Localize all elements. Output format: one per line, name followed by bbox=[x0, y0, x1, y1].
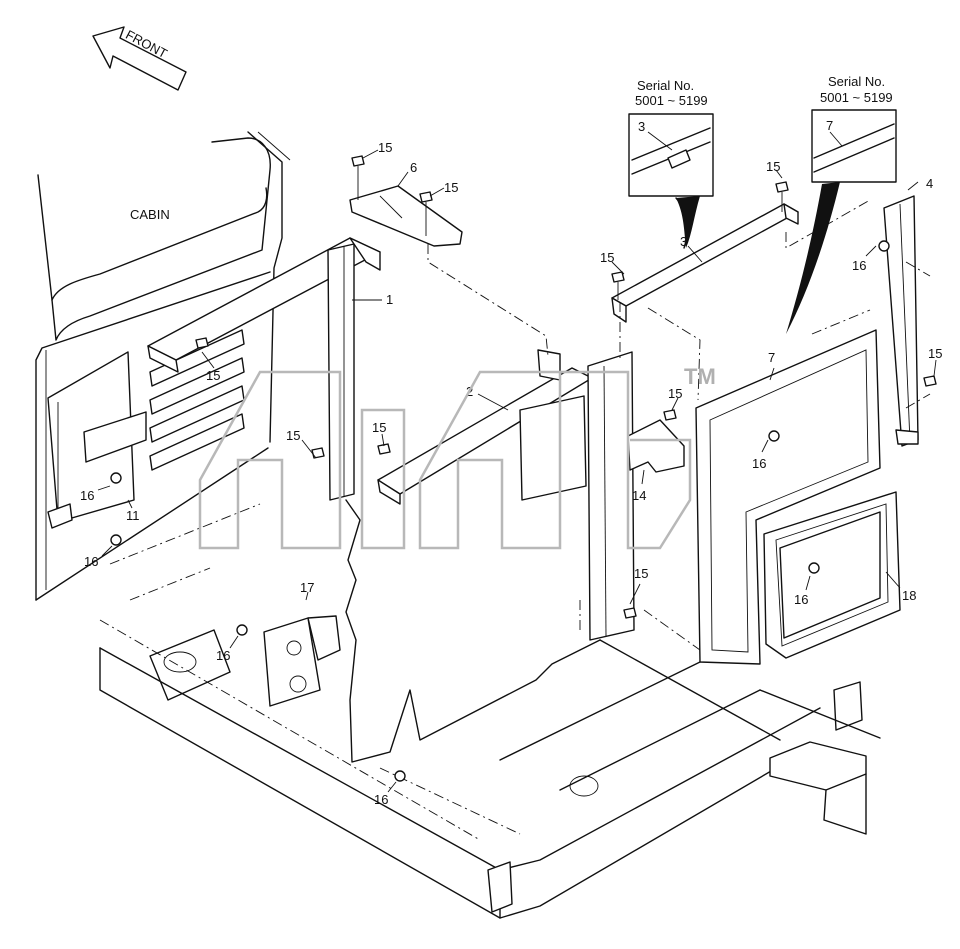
callout-15: 15 bbox=[444, 180, 458, 195]
callout-15: 15 bbox=[634, 566, 648, 581]
part-4-upright bbox=[883, 195, 919, 447]
nut-icon bbox=[110, 534, 122, 546]
bolt-icon bbox=[611, 271, 625, 300]
callout-16: 16 bbox=[84, 554, 98, 569]
bolt-icon bbox=[377, 443, 391, 455]
bolt-icon bbox=[623, 607, 637, 619]
callout-15: 15 bbox=[928, 346, 942, 361]
watermark: TM bbox=[198, 364, 716, 550]
guide-lines bbox=[99, 199, 931, 841]
bolt-icon bbox=[775, 181, 789, 212]
callout-11: 11 bbox=[126, 508, 140, 523]
inset-left-part-label: 3 bbox=[638, 119, 645, 134]
bolt-icon bbox=[923, 375, 937, 387]
part-18-panel bbox=[763, 491, 901, 659]
bolt-icon bbox=[351, 155, 365, 200]
front-arrow: FRONT bbox=[92, 26, 187, 91]
part-14-bracket bbox=[627, 419, 685, 473]
callout-15: 15 bbox=[600, 250, 614, 265]
callout-16: 16 bbox=[216, 648, 230, 663]
cabin-outline: CABIN bbox=[35, 131, 291, 601]
callout-16: 16 bbox=[794, 592, 808, 607]
inset-left-serial-title: Serial No. bbox=[637, 78, 694, 93]
callout-14: 14 bbox=[632, 488, 646, 503]
part-17-plate bbox=[263, 615, 341, 707]
inset-left-serial-range: 5001 ~ 5199 bbox=[635, 93, 708, 108]
bolt-icon bbox=[195, 337, 209, 349]
base-frame bbox=[99, 629, 881, 919]
nut-icon bbox=[110, 472, 122, 484]
nut-icon bbox=[236, 624, 248, 636]
watermark-tm: TM bbox=[684, 364, 716, 389]
center-frame bbox=[345, 351, 635, 763]
callout-4: 4 bbox=[926, 176, 933, 191]
leader-lines bbox=[97, 149, 937, 793]
nut-icon bbox=[394, 770, 406, 782]
callout-7: 7 bbox=[768, 350, 775, 365]
callout-15: 15 bbox=[206, 368, 220, 383]
bolt-icon bbox=[663, 409, 677, 421]
callout-15: 15 bbox=[378, 140, 392, 155]
part-11-panel bbox=[47, 329, 245, 529]
inset-right-serial-range: 5001 ~ 5199 bbox=[820, 90, 893, 105]
serial-inset-left: Serial No. 5001 ~ 5199 3 bbox=[628, 78, 714, 249]
nut-icon bbox=[878, 240, 890, 252]
callout-16: 16 bbox=[374, 792, 388, 807]
cabin-label: CABIN bbox=[130, 207, 170, 222]
part-6-bracket bbox=[349, 185, 463, 247]
inset-right-part-label: 7 bbox=[826, 118, 833, 133]
callout-15: 15 bbox=[286, 428, 300, 443]
callout-15: 15 bbox=[668, 386, 682, 401]
nut-icon bbox=[768, 430, 780, 442]
callout-17: 17 bbox=[300, 580, 314, 595]
callout-16: 16 bbox=[852, 258, 866, 273]
callout-6: 6 bbox=[410, 160, 417, 175]
callout-15: 15 bbox=[766, 159, 780, 174]
bolt-icon bbox=[311, 447, 325, 459]
inset-right-serial-title: Serial No. bbox=[828, 74, 885, 89]
callout-labels: 15 6 15 1 2 15 3 15 4 16 15 7 15 14 16 1… bbox=[80, 140, 942, 807]
callout-15: 15 bbox=[372, 420, 386, 435]
callout-18: 18 bbox=[902, 588, 916, 603]
fasteners bbox=[110, 155, 937, 782]
part-3-beam bbox=[611, 203, 799, 323]
callout-16: 16 bbox=[752, 456, 766, 471]
callout-3: 3 bbox=[680, 234, 687, 249]
nut-icon bbox=[808, 562, 820, 574]
callout-1: 1 bbox=[386, 292, 393, 307]
serial-inset-right: Serial No. 5001 ~ 5199 7 bbox=[786, 74, 897, 334]
bolt-icon bbox=[419, 191, 433, 236]
part-1-bracket bbox=[147, 237, 381, 501]
callout-16: 16 bbox=[80, 488, 94, 503]
